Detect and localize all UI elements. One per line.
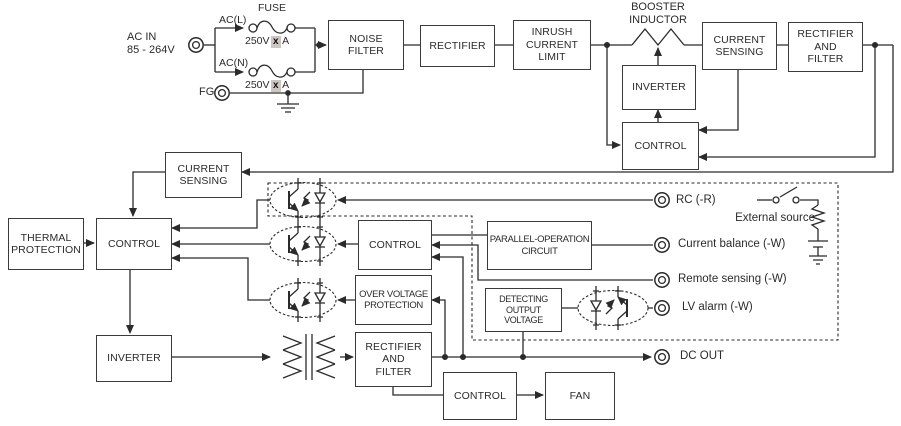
block-control-top: CONTROL [622,122,699,170]
block-inrush-current-limit: INRUSH CURRENT LIMIT [513,20,591,70]
fuse-icon [248,20,296,34]
terminal-remote-sensing [654,272,670,288]
booster-inductor-label: BOOSTER INDUCTOR [629,1,687,27]
block-control-mid: CONTROL [358,220,432,270]
wires [82,20,894,399]
rating-suffix: A [282,35,290,47]
wire-fg [230,68,364,94]
junction-dot [316,42,322,48]
fg-label: FG [199,86,215,98]
rating-x: x [270,36,282,48]
block-rectifier-filter-bottom: RECTIFIER AND FILTER [355,332,432,387]
optocoupler-icon [269,278,337,322]
block-inverter-top: INVERTER [622,65,696,110]
ac-in-label: AC IN 85 - 264V [127,31,175,57]
dc-out-terminal-label: DC OUT [680,350,725,362]
booster-inductor-icon [631,27,685,47]
ground-icon [277,93,299,113]
ground-icon [809,255,827,265]
rating-prefix: 250V [245,35,270,47]
lv-alarm-terminal-label: LV alarm (-W) [682,301,753,313]
wire-remote-sensing [431,241,653,281]
rc-terminal-label: RC (-R) [676,194,716,206]
wire-opto1-out [171,199,270,232]
terminal-fg [214,85,230,101]
block-rectifier-filter-top: RECTIFIER AND FILTER [788,22,863,72]
current-balance-terminal-label: Current balance (-W) [678,238,786,250]
wire-feedback-outer [241,45,894,176]
wire [800,199,819,205]
block-current-sensing-left: CURRENT SENSING [165,152,242,198]
terminal-ac-in [188,37,204,53]
optocoupler-icon [269,178,337,222]
block-parallel-operation: PARALLEL-OPERATION CIRCUIT [487,221,592,270]
block-current-sensing-top: CURRENT SENSING [702,22,777,70]
resistor-icon [809,204,827,230]
optional-section-dashed-border [267,182,839,341]
block-thermal-protection: THERMAL PROTECTION [8,218,84,270]
junction-dot [459,353,467,361]
transformer-icon [282,334,336,380]
terminal-lv-alarm [654,300,670,316]
fuse-title: FUSE [257,2,286,14]
external-source-label: External source [735,212,815,224]
rating-x: x [270,80,282,92]
block-rectifier: RECTIFIER [420,25,495,67]
optocoupler-icon [269,222,337,266]
wire [295,27,316,73]
terminal-dc-out [654,349,670,365]
block-control-bottom: CONTROL [443,372,517,420]
ac-l-label: AC(L) [219,14,247,26]
wire-opto3-out [171,254,270,301]
rating-suffix: A [282,79,290,91]
external-source-circuit [757,186,828,265]
battery-icon [808,240,828,256]
junction-dot [441,353,449,361]
wire-rail-to-control [431,253,464,357]
optocoupler-icon [577,286,649,330]
ac-n-label: AC(N) [219,57,249,69]
block-over-voltage-protection: OVER VOLTAGE PROTECTION [355,275,432,325]
wire-rf-to-fan-control [392,385,443,396]
wire-bus-to-control [606,45,621,149]
block-control-left: CONTROL [96,218,172,270]
fuse-icon [248,64,296,78]
terminal-current-balance [654,237,670,253]
wire-cs-to-control [698,68,739,134]
wire-feedback-inner [698,45,876,161]
wire-rail-to-ovp [431,296,446,357]
remote-sensing-terminal-label: Remote sensing (-W) [678,273,787,285]
wire-cs-to-control-left [129,171,165,217]
block-detecting-output-voltage: DETECTING OUTPUT VOLTAGE [485,288,562,332]
junction-dot [519,353,527,361]
block-fan: FAN [545,372,615,420]
terminal-rc [654,192,670,208]
switch-icon [772,186,800,204]
block-noise-filter: NOISE FILTER [328,20,404,70]
block-inverter-bottom: INVERTER [96,335,172,382]
rating-prefix: 250V [245,79,270,91]
